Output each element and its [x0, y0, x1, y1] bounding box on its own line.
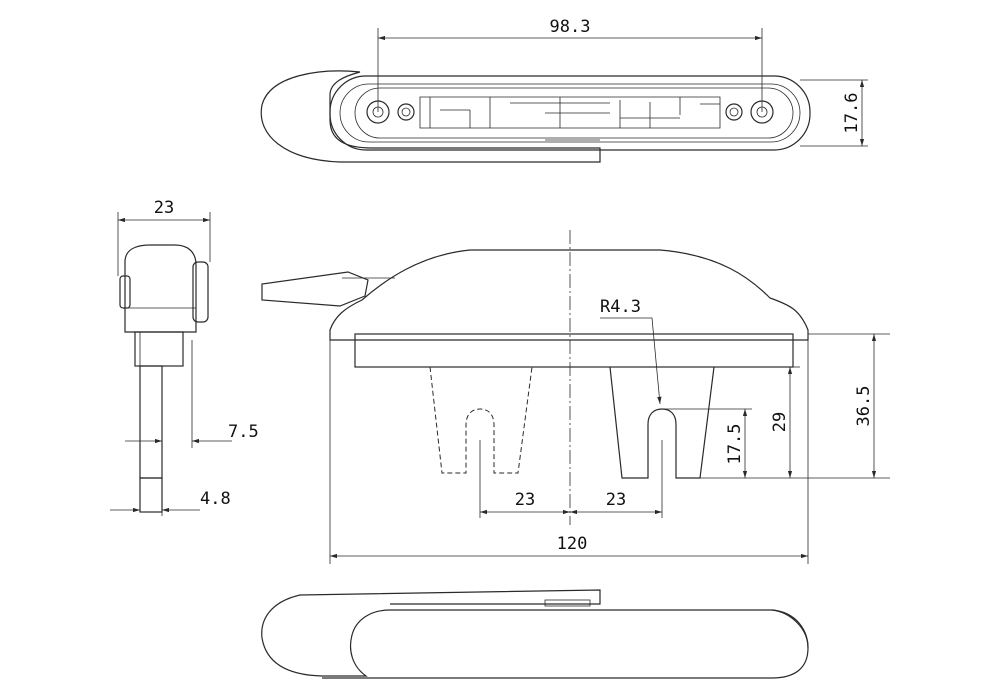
top-view: 98.3 17.6 [260, 17, 868, 163]
dim-front-total-width: 120 [557, 534, 588, 554]
dim-radius: R4.3 [600, 297, 641, 317]
dim-top-height: 17.6 [842, 93, 862, 134]
dim-total-height: 36.5 [854, 386, 874, 427]
dim-front-left: 23 [515, 490, 535, 510]
bottom-view [261, 589, 809, 679]
side-view: 23 7.5 4.8 [110, 198, 259, 516]
dim-front-right: 23 [606, 490, 626, 510]
dim-side-width: 23 [154, 198, 174, 218]
dim-top-width: 98.3 [550, 17, 591, 37]
dim-slot-depth: 17.5 [725, 424, 745, 465]
front-view: R4.3 23 23 120 17.5 29 36.5 [261, 230, 890, 564]
dim-side-tip: 4.8 [200, 489, 231, 509]
dim-side-stem: 7.5 [228, 422, 259, 442]
dim-leg-height: 29 [770, 412, 790, 432]
